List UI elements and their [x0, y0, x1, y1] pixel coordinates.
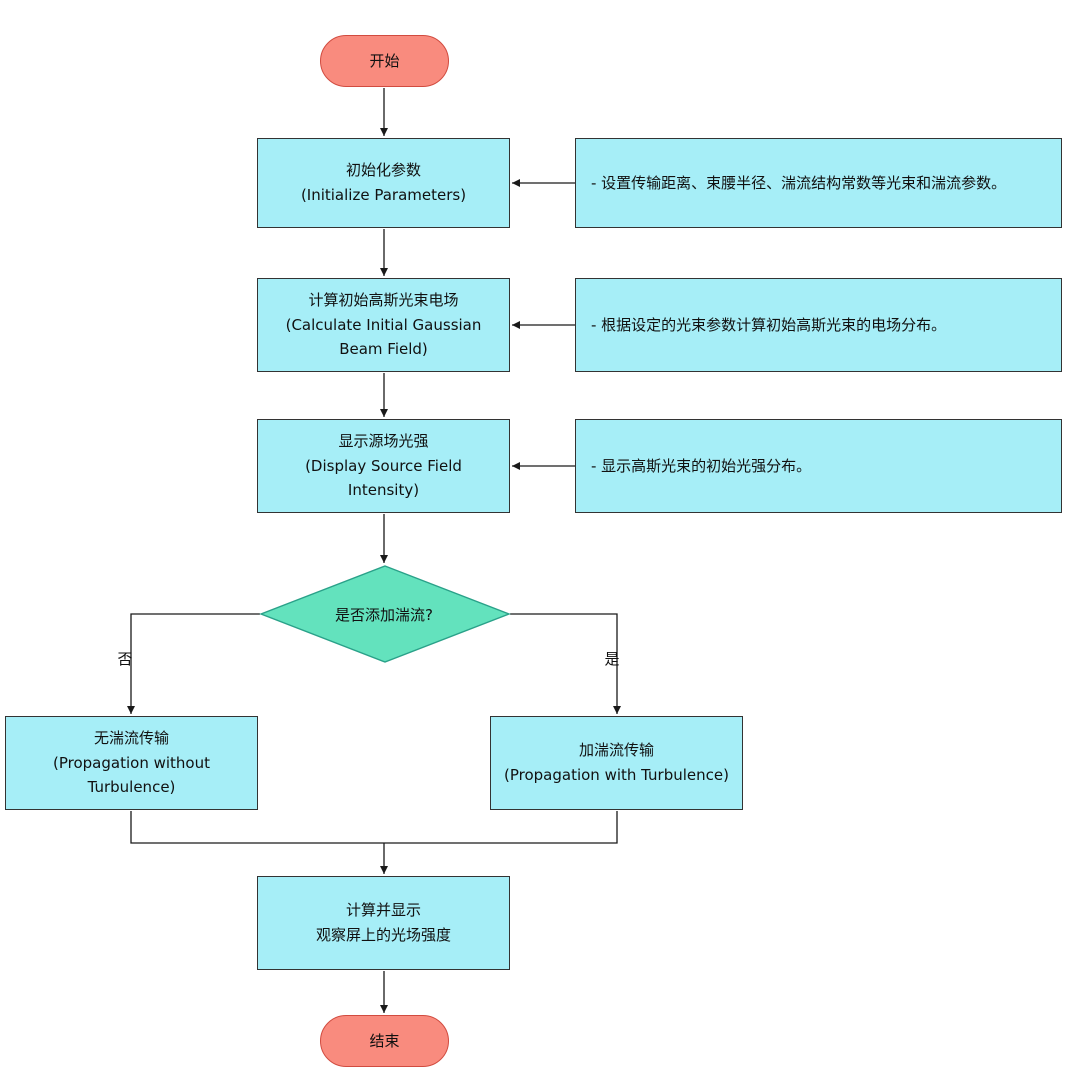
decision-diamond-shape	[259, 565, 511, 663]
edge-decision-no	[127, 613, 260, 714]
process-display-source-intensity: 显示源场光强 (Display Source Field Intensity)	[257, 419, 510, 513]
edge-decision-yes	[510, 613, 621, 714]
process-calculate-initial-field: 计算初始高斯光束电场 (Calculate Initial Gaussian B…	[257, 278, 510, 372]
edge-no-merge	[130, 811, 384, 844]
edge-label-no: 否	[117, 650, 133, 668]
edge-yes-merge	[384, 811, 618, 844]
annotation-calculate-initial-field: - 根据设定的光束参数计算初始高斯光束的电场分布。	[575, 278, 1062, 372]
process-propagation-without-turbulence: 无湍流传输 (Propagation without Turbulence)	[5, 716, 258, 810]
decision-add-turbulence-label: 是否添加湍流?	[335, 606, 433, 624]
process-propagation-with-turbulence: 加湍流传输 (Propagation with Turbulence)	[490, 716, 743, 810]
process-compute-display-intensity: 计算并显示 观察屏上的光场强度	[257, 876, 510, 970]
process-initialize-parameters: 初始化参数 (Initialize Parameters)	[257, 138, 510, 228]
annotation-initialize-parameters: - 设置传输距离、束腰半径、湍流结构常数等光束和湍流参数。	[575, 138, 1062, 228]
end-node: 结束	[320, 1015, 449, 1067]
edge-label-yes: 是	[604, 650, 620, 668]
start-node: 开始	[320, 35, 449, 87]
annotation-display-source-intensity: - 显示高斯光束的初始光强分布。	[575, 419, 1062, 513]
